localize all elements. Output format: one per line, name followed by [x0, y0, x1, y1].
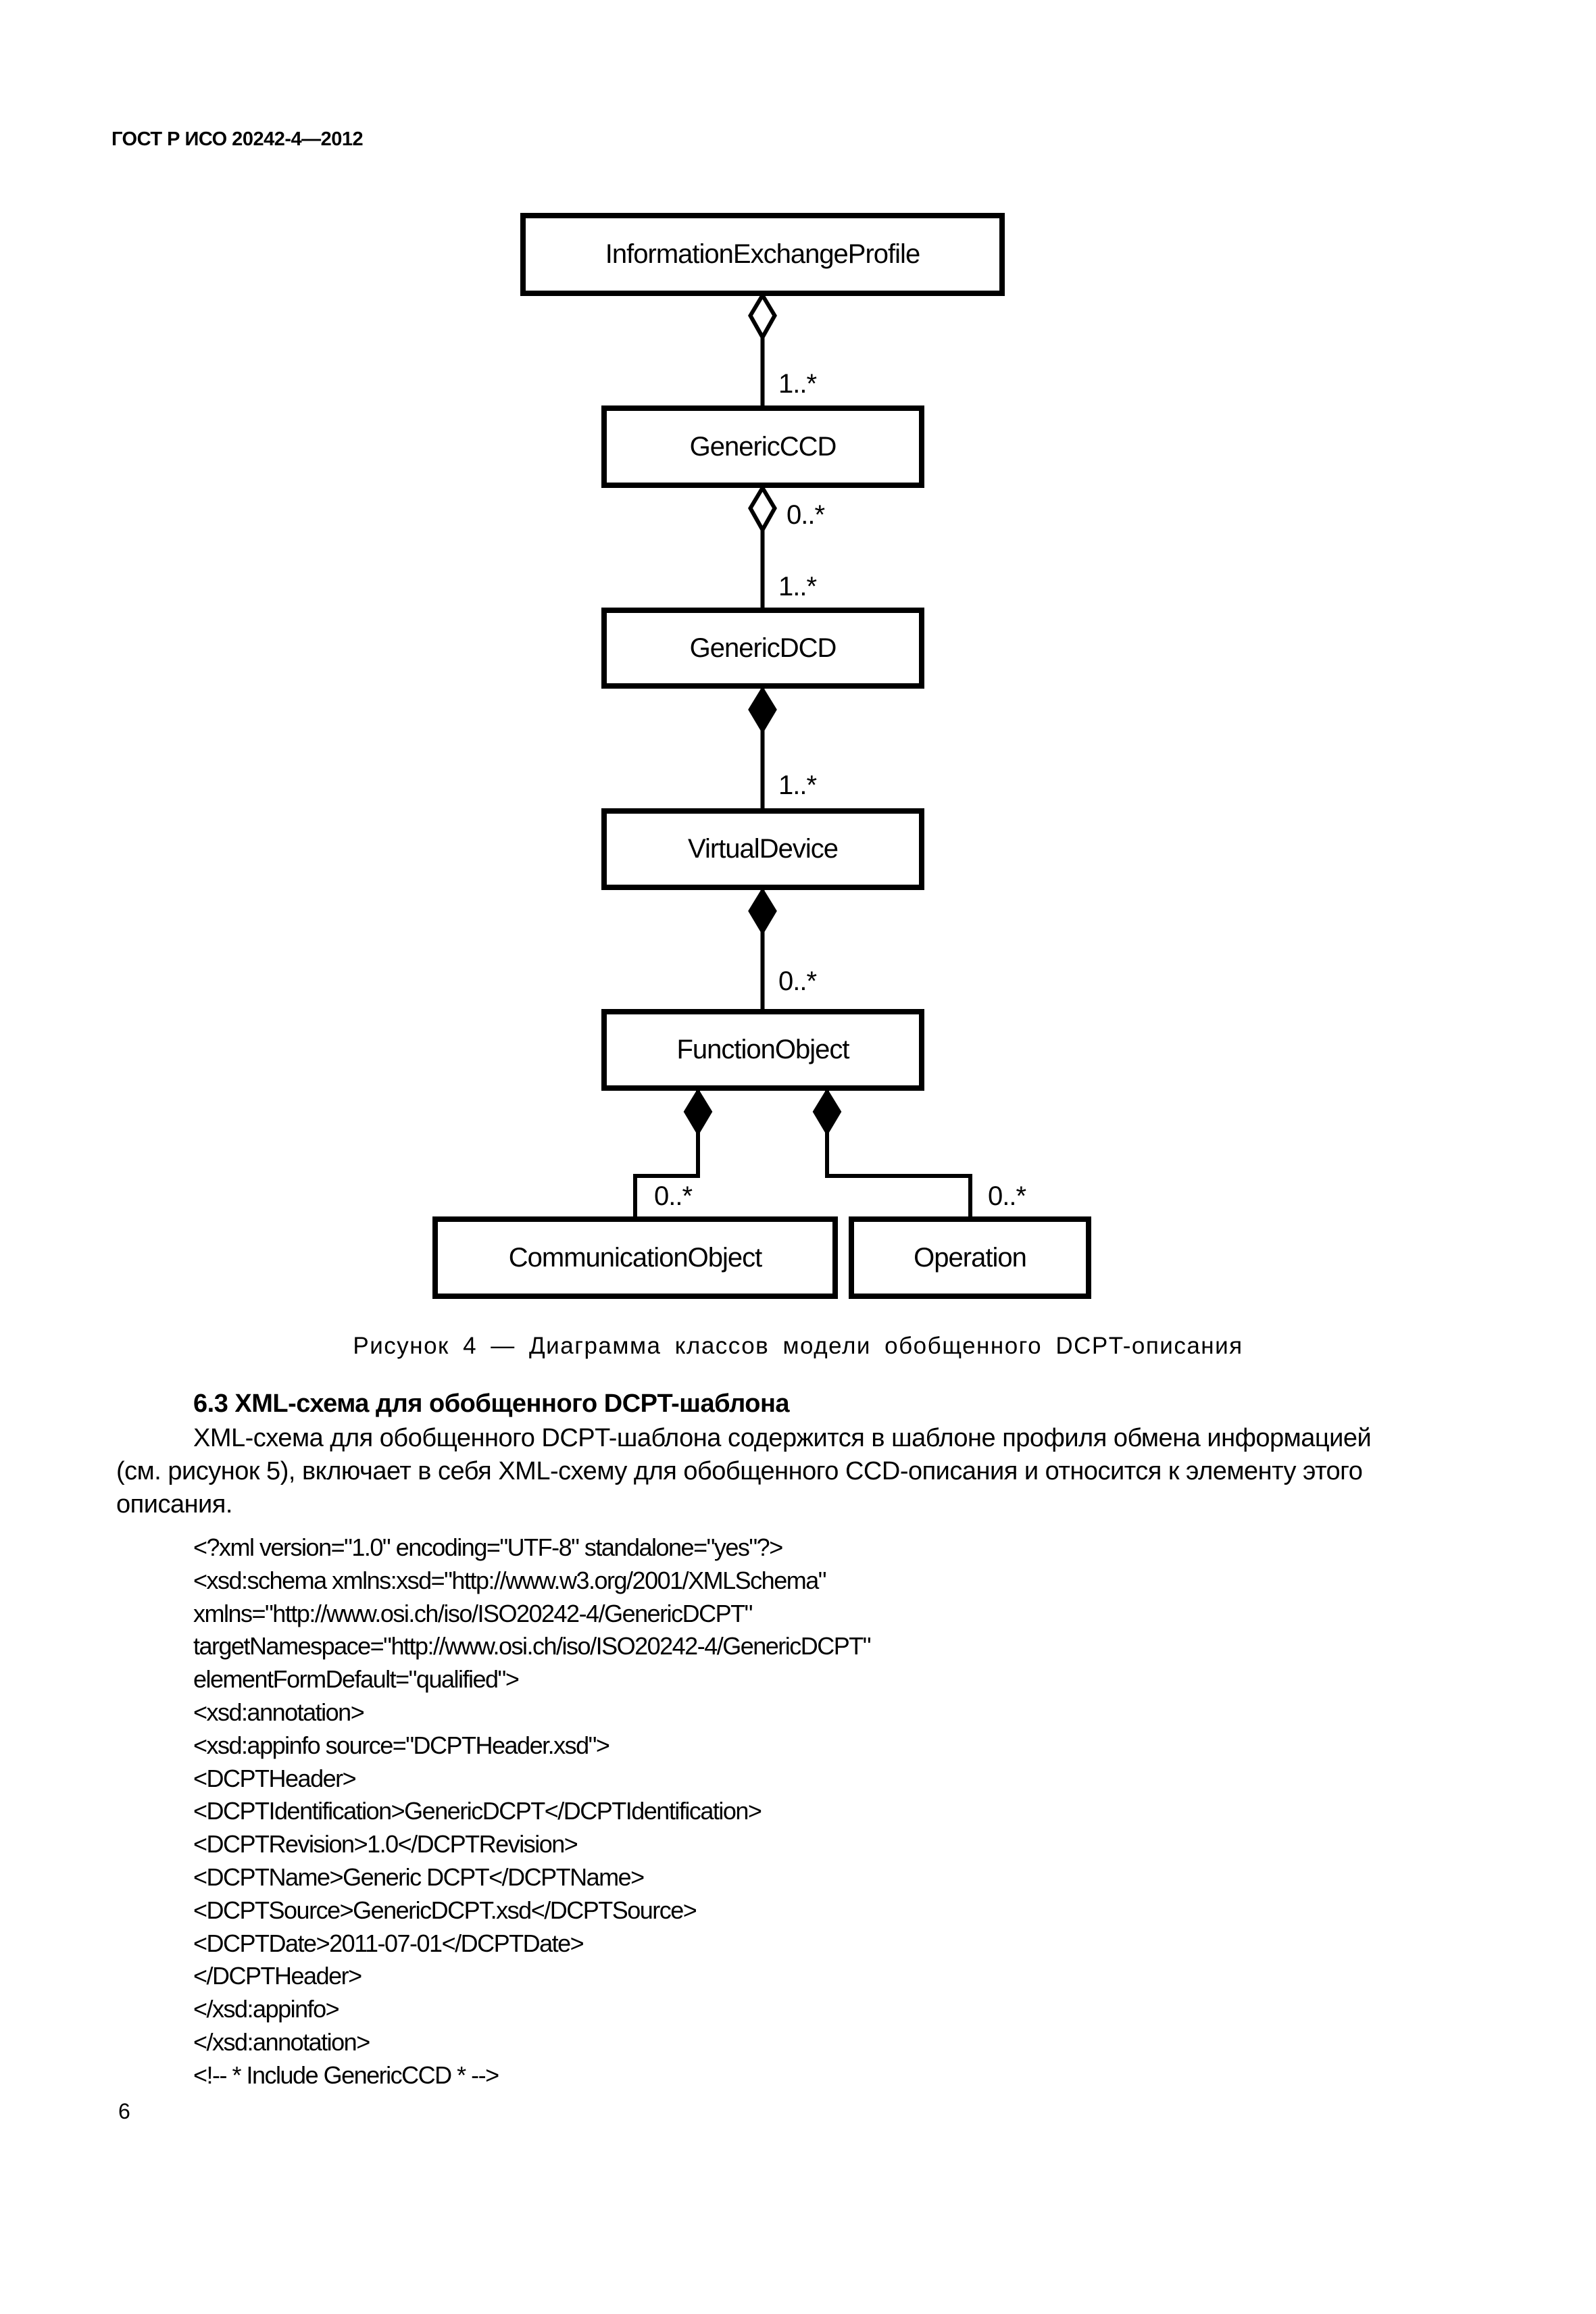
- code-line: <DCPTName>Generic DCPT</DCPTName>: [193, 1863, 645, 1891]
- multiplicity-label: 0..*: [654, 1181, 693, 1211]
- composition-diamond-icon: [683, 1088, 713, 1136]
- composition-diamond-icon: [748, 686, 777, 734]
- code-line: targetNamespace="http://www.osi.ch/iso/I…: [193, 1632, 872, 1660]
- code-line: <DCPTHeader>: [193, 1764, 357, 1792]
- body-paragraph: XML-схема для обобщенного DCPT-шаблона с…: [116, 1422, 1508, 1521]
- code-line: <!-- * Include GenericCCD * -->: [193, 2061, 499, 2089]
- code-line: <xsd:annotation>: [193, 1698, 365, 1726]
- class-box-communication-object: CommunicationObject: [432, 1216, 838, 1299]
- code-line: <DCPTDate>2011-07-01</DCPTDate>: [193, 1929, 584, 1957]
- code-line: </xsd:appinfo>: [193, 1995, 340, 2023]
- section-heading: 6.3 XML-схема для обобщенного DCPT-шабло…: [193, 1389, 790, 1418]
- xml-code-listing: <?xml version="1.0" encoding="UTF-8" sta…: [193, 1531, 872, 2092]
- class-box-function-object: FunctionObject: [601, 1009, 924, 1091]
- code-line: <?xml version="1.0" encoding="UTF-8" sta…: [193, 1533, 783, 1561]
- class-box-operation: Operation: [849, 1216, 1091, 1299]
- code-line: <DCPTRevision>1.0</DCPTRevision>: [193, 1830, 578, 1858]
- class-box-generic-ccd: GenericCCD: [601, 405, 924, 488]
- code-line: xmlns="http://www.osi.ch/iso/ISO20242-4/…: [193, 1599, 753, 1627]
- class-label: Operation: [914, 1242, 1027, 1273]
- document-header: ГОСТ Р ИСО 20242-4—2012: [111, 128, 364, 150]
- composition-diamond-icon: [748, 887, 777, 935]
- code-line: <xsd:schema xmlns:xsd="http://www.w3.org…: [193, 1566, 827, 1594]
- multiplicity-label: 0..*: [778, 966, 817, 996]
- code-line: </xsd:annotation>: [193, 2027, 370, 2056]
- multiplicity-label: 1..*: [778, 369, 817, 399]
- paragraph-line: описания.: [116, 1490, 232, 1519]
- class-box-virtual-device: VirtualDevice: [601, 808, 924, 890]
- class-label: InformationExchangeProfile: [605, 239, 920, 269]
- code-line: <DCPTIdentification>GenericDCPT</DCPTIde…: [193, 1797, 762, 1825]
- paragraph-line: (см. рисунок 5), включает в себя XML-схе…: [116, 1457, 1363, 1485]
- code-line: elementFormDefault="qualified">: [193, 1665, 520, 1694]
- class-label: GenericDCD: [689, 633, 837, 663]
- multiplicity-label: 0..*: [787, 500, 825, 530]
- class-label: GenericCCD: [689, 431, 837, 462]
- multiplicity-label: 0..*: [988, 1181, 1026, 1211]
- aggregation-diamond-icon: [748, 291, 777, 342]
- class-box-generic-dcd: GenericDCD: [601, 608, 924, 689]
- page-number: 6: [118, 2099, 130, 2123]
- class-label: VirtualDevice: [688, 834, 839, 864]
- class-label: FunctionObject: [676, 1035, 849, 1064]
- multiplicity-label: 1..*: [778, 572, 817, 601]
- code-line: <DCPTSource>GenericDCPT.xsd</DCPTSource>: [193, 1896, 697, 1924]
- paragraph-line: XML-схема для обобщенного DCPT-шаблона с…: [193, 1424, 1372, 1452]
- figure-caption: Рисунок 4 — Диаграмма классов модели обо…: [353, 1333, 1243, 1359]
- multiplicity-label: 1..*: [778, 770, 817, 800]
- aggregation-diamond-icon: [748, 484, 777, 535]
- connector-line: [825, 1091, 972, 1216]
- class-box-information-exchange-profile: InformationExchangeProfile: [520, 213, 1005, 296]
- code-line: <xsd:appinfo source="DCPTHeader.xsd">: [193, 1731, 610, 1759]
- class-label: CommunicationObject: [508, 1242, 762, 1273]
- composition-diamond-icon: [812, 1088, 842, 1136]
- code-line: </DCPTHeader>: [193, 1962, 362, 1990]
